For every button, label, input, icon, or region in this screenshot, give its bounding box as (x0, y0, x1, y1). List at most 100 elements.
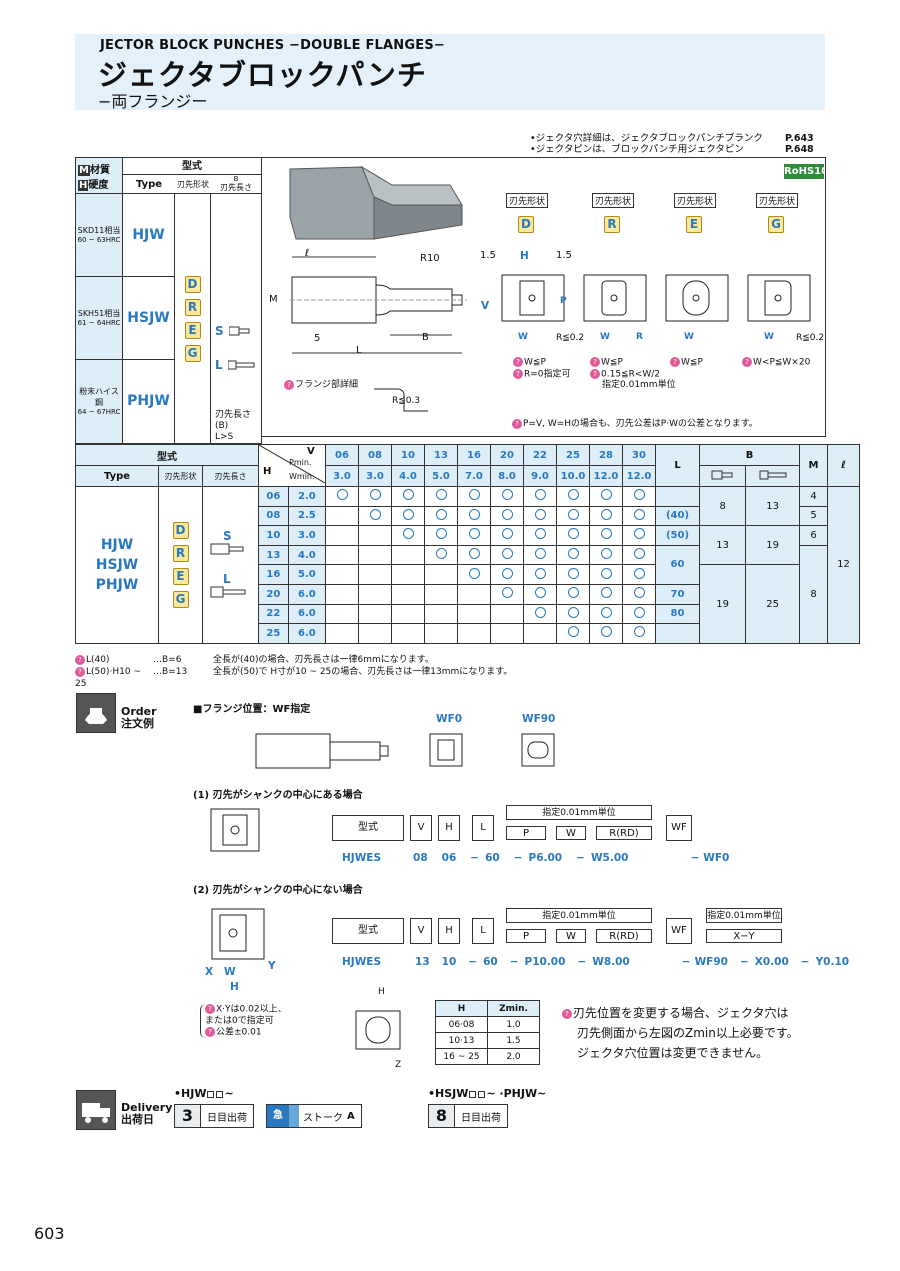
phone-icon (76, 693, 116, 733)
model-header: 型式 (123, 158, 261, 175)
shape-d: D (518, 216, 534, 233)
ref-line-1: •ジェクタ穴詳細は、ジェクタブロックパンチブランク (530, 133, 763, 144)
availability-cell (490, 505, 524, 527)
page-number: 603 (34, 1224, 65, 1243)
availability-cell (589, 564, 623, 585)
lbl-y: Y (268, 960, 276, 972)
availability-cell (556, 544, 590, 566)
title-english: JECTOR BLOCK PUNCHES −DOUBLE FLANGES− (100, 38, 445, 53)
ref-line-2: •ジェクタピンは、ブロックパンチ用ジェクタピン (530, 144, 744, 155)
availability-cell (457, 603, 491, 625)
availability-cell (556, 623, 590, 644)
shape-r: R (604, 216, 620, 233)
short-tip-icon (711, 470, 733, 479)
availability-cell (556, 603, 590, 625)
type-cell: HSJW (122, 275, 175, 360)
availability-cell (391, 583, 425, 605)
cond-g: ?W<P≦W×20 (742, 357, 810, 368)
lbl-zh: H (378, 987, 385, 997)
availability-cell (457, 564, 491, 585)
punch-drawing (289, 165, 811, 412)
availability-cell (523, 623, 557, 644)
availability-cell (424, 525, 458, 546)
availability-cell (589, 623, 623, 644)
dim-w-g: W (764, 332, 774, 342)
availability-cell (457, 623, 491, 644)
availability-cell (556, 583, 590, 605)
dim-v: V (481, 300, 490, 312)
availability-cell (457, 544, 491, 566)
case-1-title: (1) 刃先がシャンクの中心にある場合 (193, 790, 363, 801)
dim-w-e: W (684, 332, 694, 342)
ref-page-1[interactable]: P.643 (785, 133, 814, 144)
zmin-note: ?刃先位置を変更する場合、ジェクタ穴は 刃先側面から左図のZmin以上必要です。… (562, 1003, 799, 1063)
availability-cell (523, 505, 557, 527)
availability-cell (391, 603, 425, 625)
material-header: 材質 (89, 164, 110, 176)
title-japanese: ジェクタブロックパンチ (98, 58, 427, 92)
truck-icon (76, 1090, 116, 1130)
availability-cell (424, 564, 458, 585)
dim-ell: ℓ (305, 248, 310, 259)
long-tip-icon (227, 360, 255, 370)
availability-cell (589, 603, 623, 625)
case1-diagram (210, 808, 260, 852)
dim-15b: 1.5 (556, 250, 572, 261)
dim-r10: R10 (420, 253, 440, 264)
availability-cell (391, 564, 425, 585)
wf-drawing (255, 733, 555, 769)
wf-title: ■フランジ位置：WF指定 (193, 704, 311, 715)
availability-cell (556, 564, 590, 585)
availability-cell (457, 583, 491, 605)
availability-cell (358, 505, 392, 527)
availability-cell (523, 486, 557, 507)
dim-p-d: P (560, 296, 567, 306)
availability-cell (391, 505, 425, 527)
availability-cell (589, 486, 623, 507)
reference-notes: •ジェクタ穴詳細は、ジェクタブロックパンチブランク P.643 •ジェクタピンは、… (530, 133, 814, 155)
dim-m: M (269, 294, 278, 305)
short-tip-icon (210, 543, 244, 555)
availability-cell (523, 564, 557, 585)
dim-L: L (356, 345, 362, 356)
zmin-diagram (355, 1010, 401, 1050)
dim-h: H (520, 250, 529, 262)
availability-cell (358, 564, 392, 585)
availability-cell (523, 603, 557, 625)
drawing-area (262, 157, 826, 437)
ref-page-2[interactable]: P.648 (785, 144, 814, 155)
tip-shape-cell: D R E G (174, 193, 211, 444)
delivery-group-2: •HSJW~ ·PHJW~ (428, 1087, 547, 1100)
availability-cell (490, 583, 524, 605)
availability-cell (391, 525, 425, 546)
availability-cell (358, 525, 392, 546)
availability-cell (622, 564, 656, 585)
availability-cell (589, 505, 623, 527)
availability-cell (424, 623, 458, 644)
availability-cell (358, 583, 392, 605)
size-table: 型式 V Pmin. H Wmin. 06 08 10 13 16 20 22 … (75, 444, 860, 644)
len-l: L (215, 358, 223, 372)
availability-cell (622, 505, 656, 527)
shape-g: G (768, 216, 784, 233)
availability-cell (325, 544, 359, 566)
r-label: R (636, 332, 643, 342)
availability-cell (490, 623, 524, 644)
diag-header (258, 444, 326, 484)
availability-cell (589, 525, 623, 546)
dim-w-r: W (600, 332, 610, 342)
ob-model: 型式 (332, 815, 404, 841)
availability-cell (358, 603, 392, 625)
availability-cell (523, 583, 557, 605)
delivery-group-1: •HJW~ (174, 1087, 234, 1100)
availability-cell (556, 525, 590, 546)
availability-cell (325, 486, 359, 507)
availability-cell (490, 544, 524, 566)
